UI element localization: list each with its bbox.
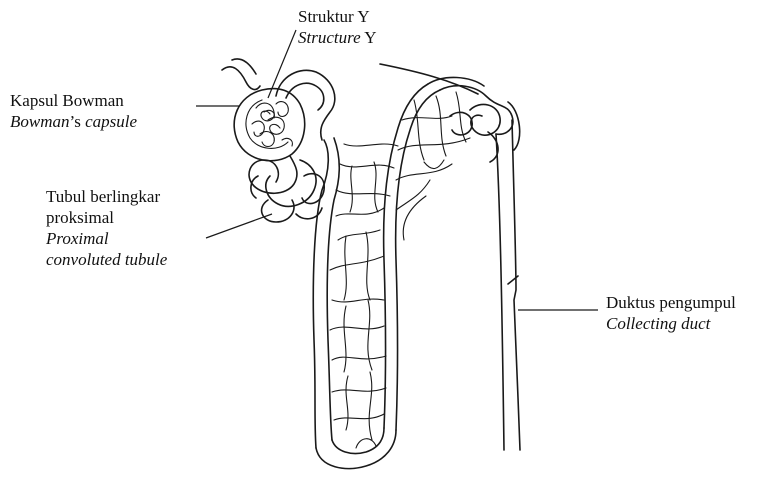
label-bowman-english-a: Bowman — [10, 112, 70, 131]
peritubular-capillaries — [330, 144, 398, 448]
descending-limb-inner — [327, 138, 339, 440]
capillary-mesh-top — [396, 92, 470, 240]
collecting-duct-outer — [512, 120, 520, 450]
label-structure-y-english: Structure Y — [298, 27, 377, 48]
label-proximal-english-1: Proximal — [46, 228, 167, 249]
label-proximal-malay-2: proksimal — [46, 207, 167, 228]
label-bowman-malay: Kapsul Bowman — [10, 90, 137, 111]
collecting-duct-inner — [496, 134, 504, 450]
label-structure-y-english-italic: Structure — [298, 28, 361, 47]
label-proximal-malay-1: Tubul berlingkar — [46, 186, 167, 207]
ascending-limb-outer — [396, 90, 440, 430]
label-bowman: Kapsul Bowman Bowman’s capsule — [10, 90, 137, 132]
leader-structure-y — [268, 30, 296, 98]
bowmans-capsule — [234, 89, 305, 161]
glomerulus — [252, 102, 292, 147]
label-structure-y: Struktur Y Structure Y — [298, 6, 377, 48]
ascending-limb-inner — [384, 84, 428, 428]
label-collecting-malay: Duktus pengumpul — [606, 292, 736, 313]
label-structure-y-malay: Struktur Y — [298, 6, 377, 27]
leader-proximal — [206, 214, 272, 238]
label-collecting-english: Collecting duct — [606, 313, 736, 334]
label-structure-y-english-suffix: Y — [361, 28, 377, 47]
loop-of-henle-bottom — [316, 430, 396, 469]
efferent-arteriole — [232, 59, 256, 74]
label-proximal-english-2: convoluted tubule — [46, 249, 167, 270]
label-proximal: Tubul berlingkar proksimal Proximal conv… — [46, 186, 167, 270]
label-bowman-english-b: capsule — [85, 112, 137, 131]
label-bowman-english-apos: ’s — [70, 112, 86, 131]
proximal-convoluted-tubule — [249, 156, 324, 222]
label-bowman-english: Bowman’s capsule — [10, 111, 137, 132]
label-collecting: Duktus pengumpul Collecting duct — [606, 292, 736, 334]
tubule-loop-top — [276, 70, 335, 140]
